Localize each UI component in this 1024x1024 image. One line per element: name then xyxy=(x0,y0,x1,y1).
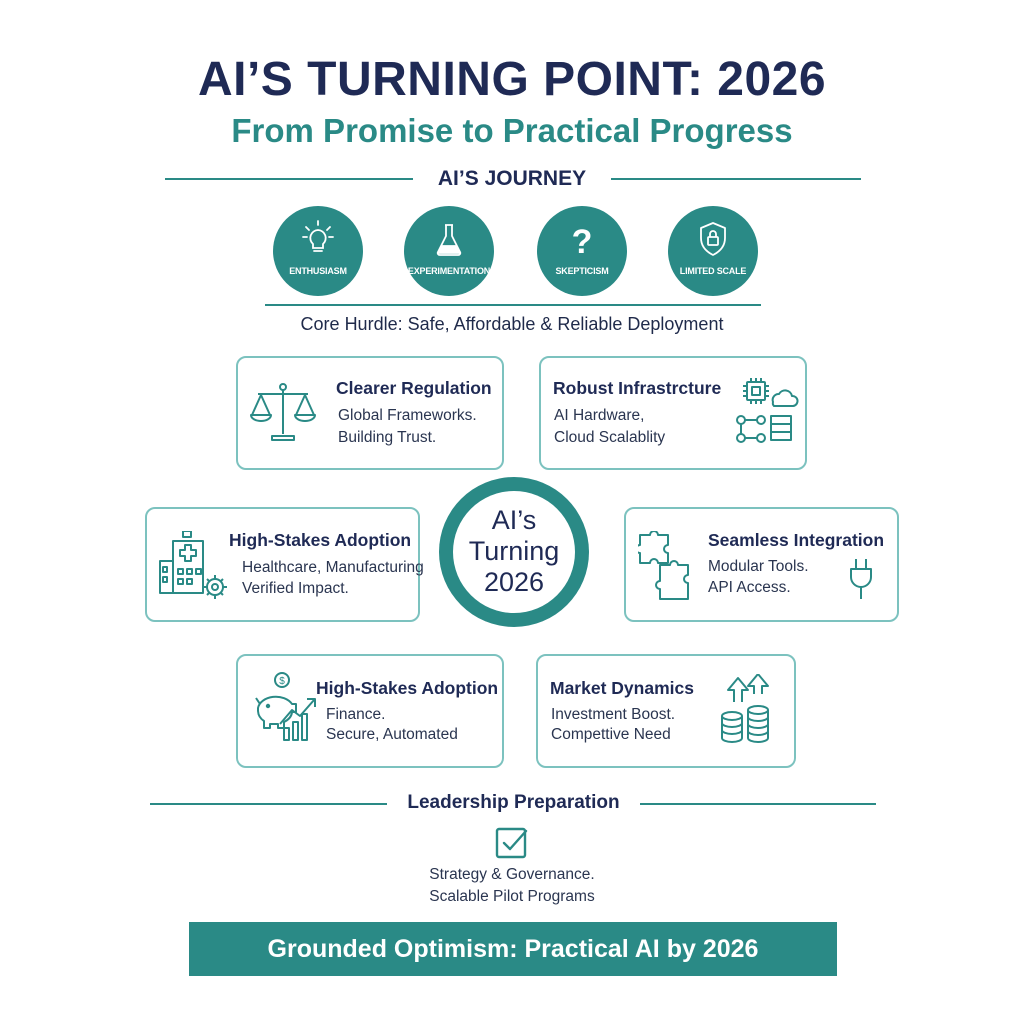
card-high-stakes-finance: $ High-Stakes Adoption Finance. Secure, … xyxy=(236,654,504,768)
journey-label: AI’S JOURNEY xyxy=(437,167,587,190)
stage-skepticism: ? SKEPTICISM xyxy=(537,206,627,296)
card-line: Secure, Automated xyxy=(326,726,458,743)
question-icon: ? xyxy=(572,223,593,260)
journey-bottom-rule xyxy=(265,304,761,306)
card-clearer-regulation: Clearer Regulation Global Frameworks. Bu… xyxy=(236,356,504,470)
hub-label: AI’s Turning 2026 xyxy=(453,505,575,598)
stage-experimentation: EXPERIMENTATION xyxy=(404,206,494,296)
hub-line: Turning xyxy=(468,536,560,566)
stage-label: ENTHUSIASM xyxy=(289,266,347,276)
page-subtitle: From Promise to Practical Progress xyxy=(231,112,793,149)
card-line: Compettive Need xyxy=(551,726,671,743)
card-line: AI Hardware, xyxy=(554,407,645,424)
card-title: Robust Infrastrcture xyxy=(553,378,722,398)
scales-icon xyxy=(250,383,316,441)
stage-enthusiasm: ENTHUSIASM xyxy=(273,206,363,296)
chip-cloud-server-icon xyxy=(736,378,799,443)
card-high-stakes-healthcare: High-Stakes Adoption Healthcare, Manufac… xyxy=(145,507,424,622)
core-hurdle: Core Hurdle: Safe, Affordable & Reliable… xyxy=(300,314,724,334)
leadership-line: Strategy & Governance. xyxy=(429,866,595,883)
stage-limited-scale: LIMITED SCALE xyxy=(668,206,758,296)
shield-lock-icon xyxy=(700,222,726,256)
plug-icon xyxy=(850,559,872,599)
journey-rule-left xyxy=(165,178,413,180)
stage-label: EXPERIMENTATION xyxy=(407,266,491,276)
card-title: High-Stakes Adoption xyxy=(316,678,499,698)
leadership-label: Leadership Preparation xyxy=(407,792,620,813)
leadership-rule-right xyxy=(640,803,876,805)
hub-line: 2026 xyxy=(483,567,545,597)
card-title: Seamless Integration xyxy=(708,530,885,550)
hub-center xyxy=(453,491,575,613)
card-line: Verified Impact. xyxy=(242,580,349,597)
card-title: High-Stakes Adoption xyxy=(229,530,412,550)
coins-arrows-icon xyxy=(721,674,769,743)
piggy-bank-chart-icon: $ xyxy=(255,672,316,741)
checkbox-icon xyxy=(495,827,528,859)
lightbulb-icon xyxy=(302,220,334,252)
card-market-dynamics: Market Dynamics Investment Boost. Compet… xyxy=(536,654,796,768)
card-seamless-integration: Seamless Integration Modular Tools. API … xyxy=(624,507,899,622)
svg-text:$: $ xyxy=(279,676,285,687)
svg-text:?: ? xyxy=(572,223,593,260)
leadership-line: Scalable Pilot Programs xyxy=(429,888,595,905)
card-robust-infrastructure: Robust Infrastrcture AI Hardware, Cloud … xyxy=(539,356,807,470)
card-line: API Access. xyxy=(708,579,791,596)
card-line: Cloud Scalablity xyxy=(554,429,666,446)
leadership-rule-left xyxy=(150,803,387,805)
card-line: Building Trust. xyxy=(338,429,437,446)
card-line: Investment Boost. xyxy=(551,706,676,723)
card-line: Finance. xyxy=(326,706,386,723)
card-line: Healthcare, Manufacturing xyxy=(242,559,424,576)
card-line: Modular Tools. xyxy=(708,558,809,575)
card-title: Clearer Regulation xyxy=(336,378,492,398)
hospital-gear-icon xyxy=(159,531,227,599)
flask-icon xyxy=(436,224,462,256)
hub-line: AI’s xyxy=(491,505,537,535)
stage-label: LIMITED SCALE xyxy=(679,266,747,276)
page-title: AI’S TURNING POINT: 2026 xyxy=(197,53,827,106)
conclusion-banner: Grounded Optimism: Practical AI by 2026 xyxy=(189,922,837,976)
card-line: Global Frameworks. xyxy=(338,407,477,424)
puzzle-plug-icon xyxy=(638,531,689,600)
card-title: Market Dynamics xyxy=(550,678,694,698)
journey-rule-right xyxy=(611,178,861,180)
stage-label: SKEPTICISM xyxy=(555,266,609,276)
